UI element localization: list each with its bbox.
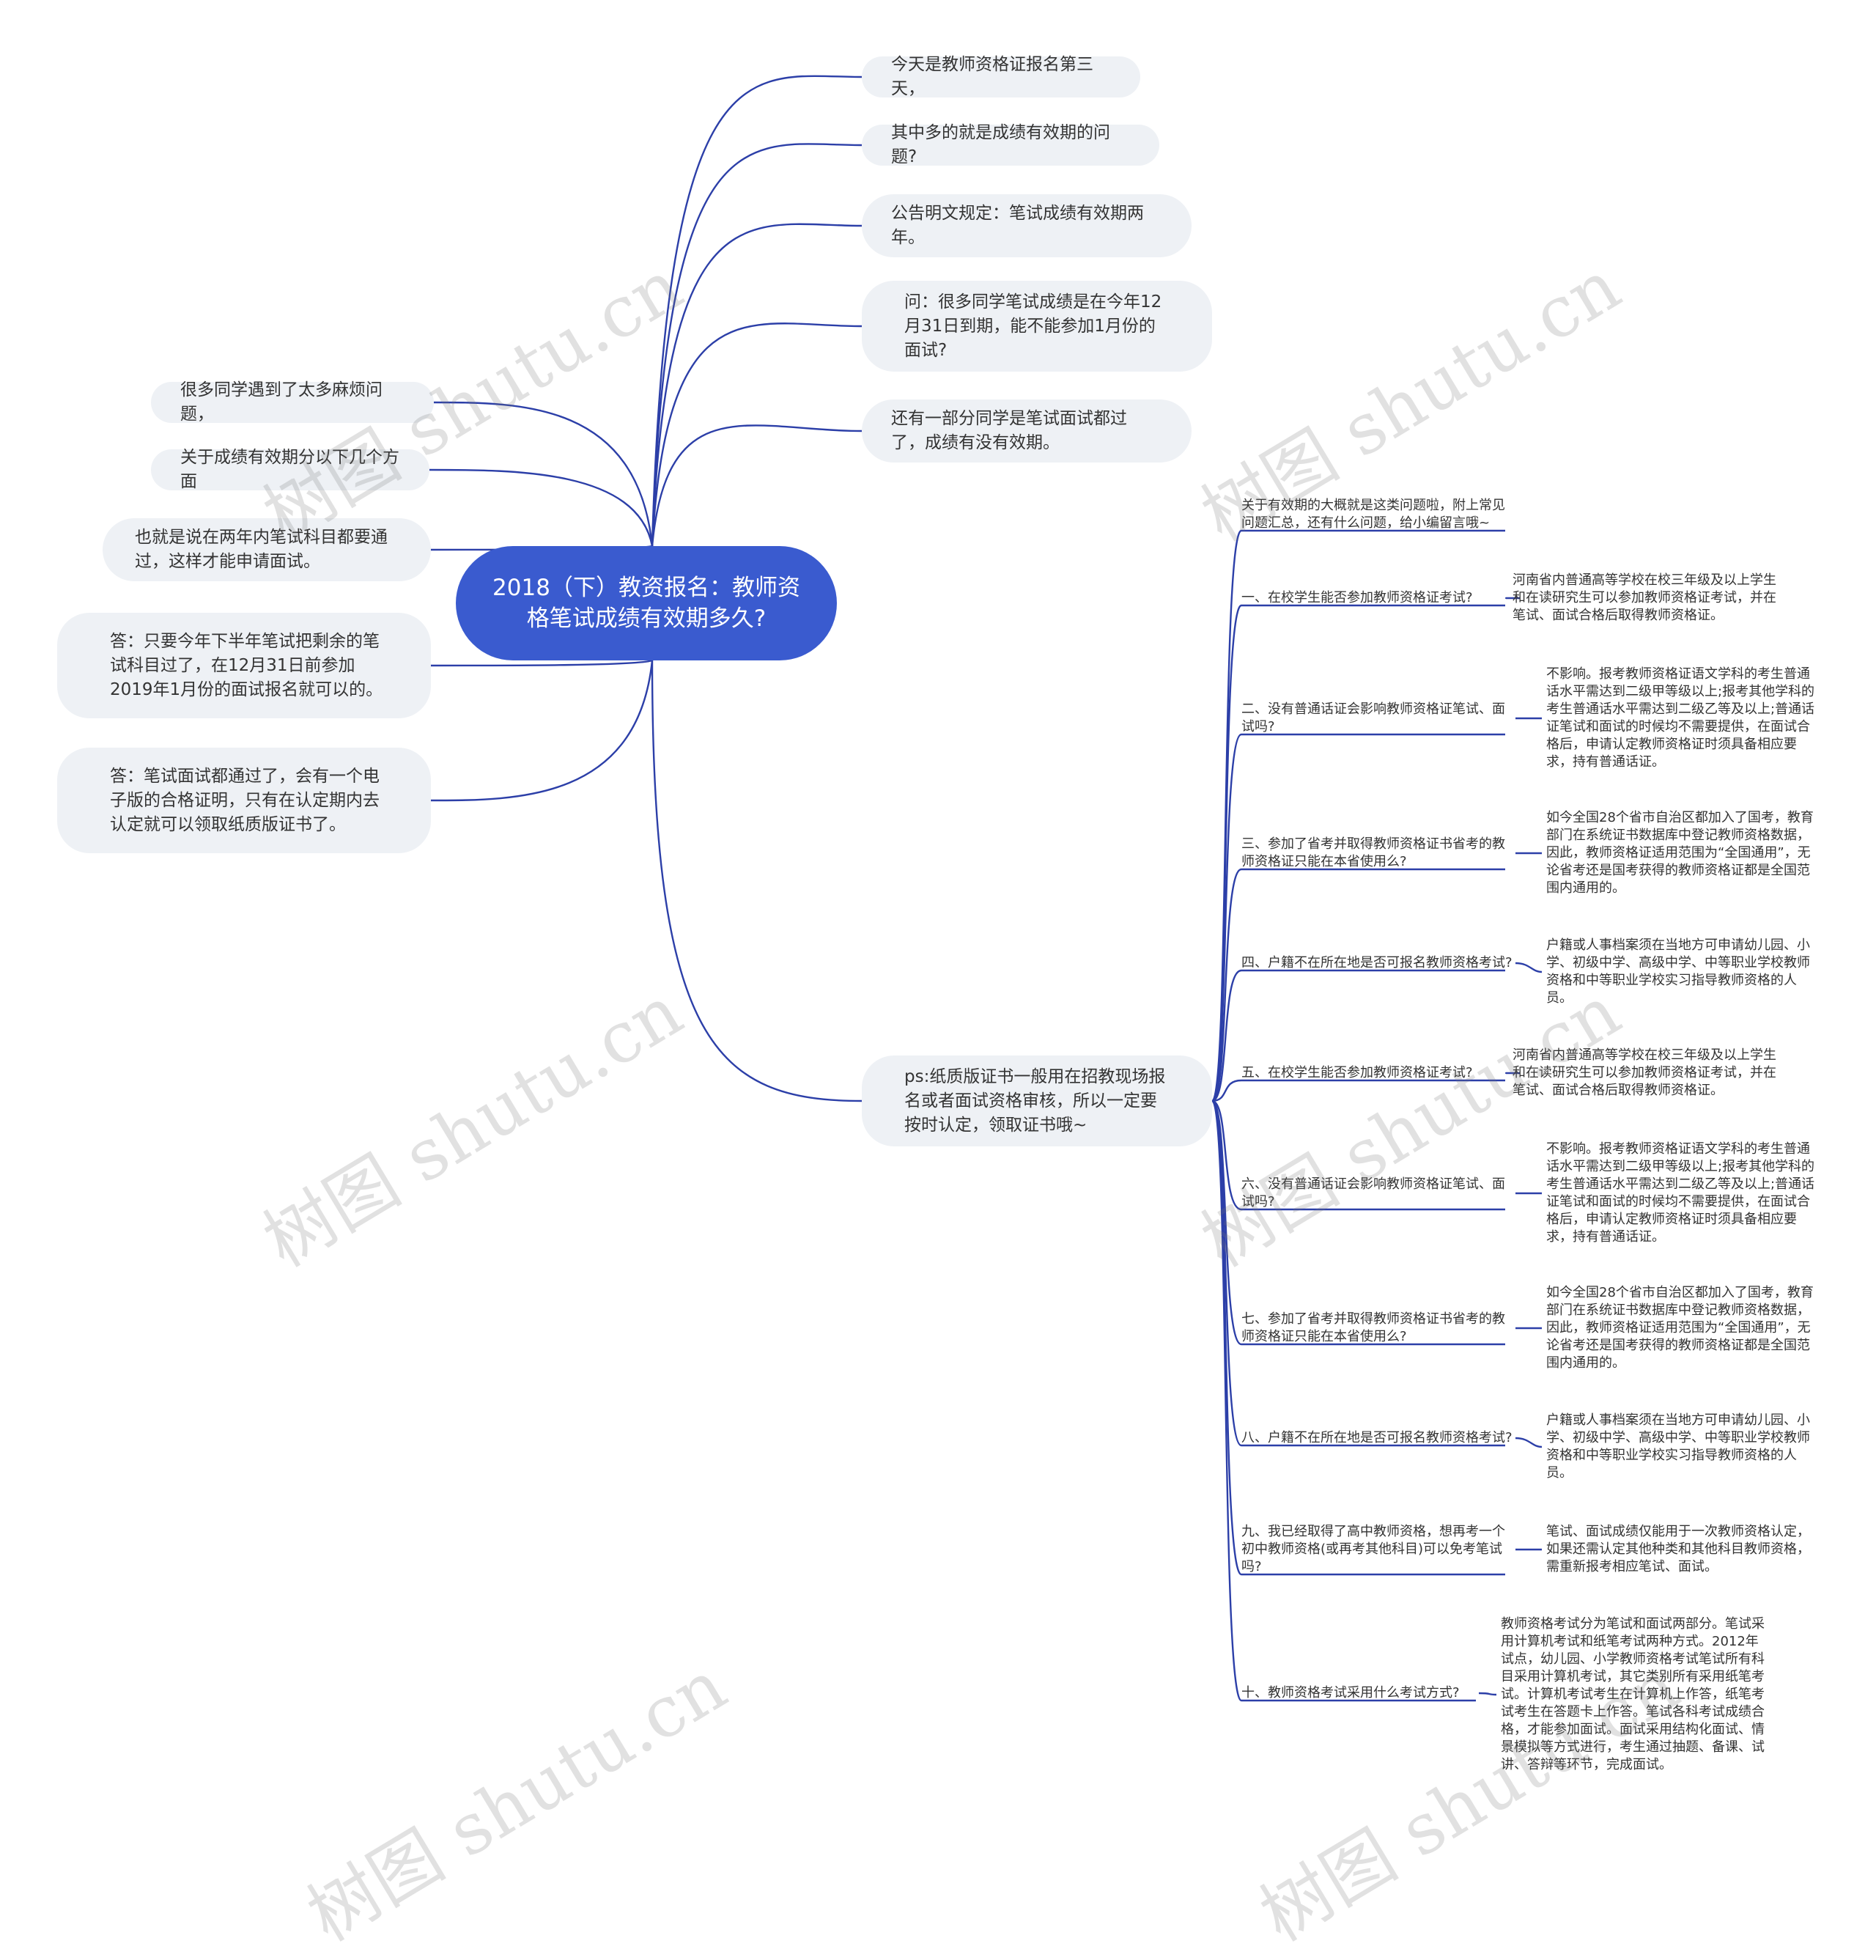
topic-node[interactable]: 关于成绩有效期分以下几个方面: [151, 448, 429, 491]
connector-faq: [1211, 969, 1242, 1102]
topic-node[interactable]: 今天是教师资格证报名第三天，: [862, 55, 1140, 98]
connector-answer: [1515, 962, 1543, 973]
connector-answer: [1478, 1692, 1497, 1696]
topic-node[interactable]: 其中多的就是成绩有效期的问题?: [862, 123, 1159, 166]
faq-question[interactable]: 八、户籍不在所在地是否可报名教师资格考试?: [1241, 1430, 1513, 1445]
connector-left: [430, 660, 654, 802]
faq-answer[interactable]: 如今全国28个省市自治区都加入了国考，教育部门在系统证书数据库中登记教师资格数据…: [1546, 810, 1814, 896]
faq-intro[interactable]: 关于有效期的大概就是这类问题啦，附上常见问题汇总，还有什么问题，给小编留言哦~: [1241, 498, 1505, 531]
connector-faq: [1211, 733, 1243, 1102]
faq-answer[interactable]: 教师资格考试分为笔试和面试两部分。笔试采用计算机考试和纸笔考试两种方式。2012…: [1501, 1616, 1765, 1772]
connector-left: [433, 401, 654, 547]
faq-question[interactable]: 一、在校学生能否参加教师资格证考试?: [1241, 590, 1473, 605]
faq-question[interactable]: 四、户籍不在所在地是否可报名教师资格考试?: [1241, 955, 1513, 970]
connector-faq: [1211, 1099, 1242, 1346]
topic-node[interactable]: 问：很多同学笔试成绩是在今年12月31日到期，能不能参加1月份的面试?: [862, 281, 1212, 372]
connector-right: [651, 75, 863, 547]
faq-question[interactable]: 六、没有普通话证会影响教师资格证笔试、面试吗?: [1241, 1176, 1505, 1209]
ps-node[interactable]: ps:纸质版证书一般用在招教现场报名或者面试资格审核，所以一定要按时认定，领取证…: [862, 1055, 1212, 1146]
faq-question[interactable]: 七、参加了省考并取得教师资格证书省考的教师资格证只能在本省使用么?: [1241, 1311, 1505, 1344]
topic-node[interactable]: 还有一部分同学是笔试面试都过了，成绩有没有效期。: [862, 399, 1192, 463]
connector-right: [651, 223, 863, 547]
faq-answer[interactable]: 不影响。报考教师资格证语文学科的考生普通话水平需达到二级甲等级以上;报考其他学科…: [1546, 666, 1815, 770]
faq-answer[interactable]: 笔试、面试成绩仅能用于一次教师资格认定，如果还需认定其他种类和其他科目教师资格，…: [1546, 1524, 1810, 1574]
mindmap-canvas: 2018（下）教资报名：教师资格笔试成绩有效期多久? 今天是教师资格证报名第三天…: [57, 55, 1815, 1957]
connector-ps: [651, 660, 863, 1102]
topic-node[interactable]: 答：笔试面试都通过了，会有一个电子版的合格证明，只有在认定期内去认定就可以领取纸…: [57, 748, 431, 853]
connector-left: [429, 468, 654, 547]
topic-node[interactable]: 答：只要今年下半年笔试把剩余的笔试科目过了，在12月31日前参加2019年1月份…: [57, 613, 431, 718]
connector-left: [430, 659, 653, 667]
faq-question[interactable]: 三、参加了省考并取得教师资格证书省考的教师资格证只能在本省使用么?: [1241, 836, 1505, 869]
faq-question[interactable]: 五、在校学生能否参加教师资格证考试?: [1241, 1065, 1473, 1080]
faq-answer[interactable]: 不影响。报考教师资格证语文学科的考生普通话水平需达到二级甲等级以上;报考其他学科…: [1546, 1141, 1815, 1245]
connector-faq: [1211, 868, 1242, 1102]
root-topic-label: 2018（下）教资报名：教师资格笔试成绩有效期多久?: [492, 575, 800, 632]
faq-answer[interactable]: 河南省内普通高等学校在校三年级及以上学生和在读研究生可以参加教师资格证考试，并在…: [1513, 572, 1776, 623]
faq-answer[interactable]: 户籍或人事档案须在当地方可申请幼儿园、小学、初级中学、高级中学、中等职业学校教师…: [1546, 937, 1810, 1006]
faq-question[interactable]: 二、没有普通话证会影响教师资格证笔试、面试吗?: [1241, 701, 1505, 734]
connector-lines: [429, 75, 1543, 1702]
faq-answer[interactable]: 户籍或人事档案须在当地方可申请幼儿园、小学、初级中学、高级中学、中等职业学校教师…: [1546, 1412, 1810, 1481]
root-topic[interactable]: 2018（下）教资报名：教师资格笔试成绩有效期多久?: [456, 546, 837, 660]
connector-faq: [1211, 1079, 1242, 1102]
connector-right: [651, 424, 863, 547]
topic-node[interactable]: 很多同学遇到了太多麻烦问题，: [151, 380, 434, 424]
connector-right: [651, 143, 863, 547]
topic-node[interactable]: 公告明文规定：笔试成绩有效期两年。: [862, 194, 1192, 257]
faq-question[interactable]: 九、我已经取得了高中教师资格，想再考一个初中教师资格(或再考其他科目)可以免考笔…: [1241, 1524, 1505, 1574]
faq-question[interactable]: 十、教师资格考试采用什么考试方式?: [1241, 1685, 1460, 1701]
connector-answer: [1515, 1437, 1543, 1448]
topic-node[interactable]: 也就是说在两年内笔试科目都要通过，这样才能申请面试。: [103, 518, 431, 581]
connector-faq: [1211, 1099, 1242, 1211]
faq-answer[interactable]: 如今全国28个省市自治区都加入了国考，教育部门在系统证书数据库中登记教师资格数据…: [1546, 1285, 1814, 1371]
connector-right: [651, 323, 863, 547]
connector-faq: [1211, 1099, 1243, 1702]
faq-answer[interactable]: 河南省内普通高等学校在校三年级及以上学生和在读研究生可以参加教师资格证考试，并在…: [1513, 1047, 1776, 1098]
